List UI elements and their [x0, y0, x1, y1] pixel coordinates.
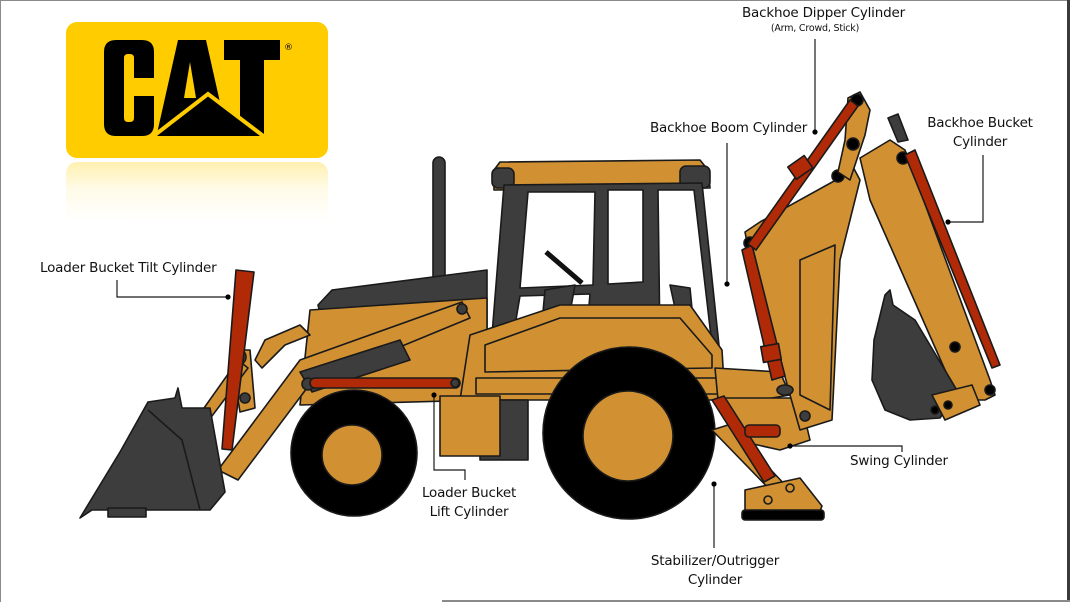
label-loader-bucket-lift-cylinder: Loader Bucket Lift Cylinder [418, 484, 520, 522]
label-title-line2: Lift Cylinder [429, 504, 509, 520]
label-backhoe-boom-cylinder: Backhoe Boom Cylinder [650, 120, 808, 136]
label-swing-cylinder: Swing Cylinder [850, 453, 948, 469]
logo-reflection [66, 162, 328, 222]
exhaust-stack [432, 156, 446, 286]
label-backhoe-bucket-cylinder: Backhoe Bucket Cylinder [924, 114, 1036, 152]
label-stabilizer-outrigger-cylinder: Stabilizer/Outrigger Cylinder [645, 552, 785, 590]
cat-logo: ® [66, 22, 328, 158]
label-title-line2: Cylinder [687, 572, 743, 588]
cat-logo-mark-icon: ® [104, 40, 293, 140]
label-title: Loader Bucket [421, 485, 517, 501]
label-title-line2: Cylinder [952, 134, 1008, 150]
label-title: Backhoe Bucket [927, 115, 1033, 131]
label-title: Stabilizer/Outrigger [650, 553, 780, 569]
svg-text:®: ® [284, 43, 293, 53]
label-subtitle: (Arm, Crowd, Stick) [770, 23, 860, 34]
frame-right-border [1067, 0, 1070, 602]
frame-bottom-border [442, 600, 1070, 602]
frame-top-border [0, 0, 1068, 1]
leader-lift [433, 395, 466, 480]
frame-left-border [0, 0, 1, 602]
leader-swing [790, 445, 903, 452]
label-loader-bucket-tilt-cylinder: Loader Bucket Tilt Cylinder [40, 260, 217, 276]
label-backhoe-dipper-cylinder: Backhoe Dipper Cylinder (Arm, Crowd, Sti… [742, 4, 905, 35]
leader-bucket [948, 155, 984, 223]
label-title: Backhoe Dipper Cylinder [742, 5, 905, 21]
leader-tilt [116, 280, 228, 298]
